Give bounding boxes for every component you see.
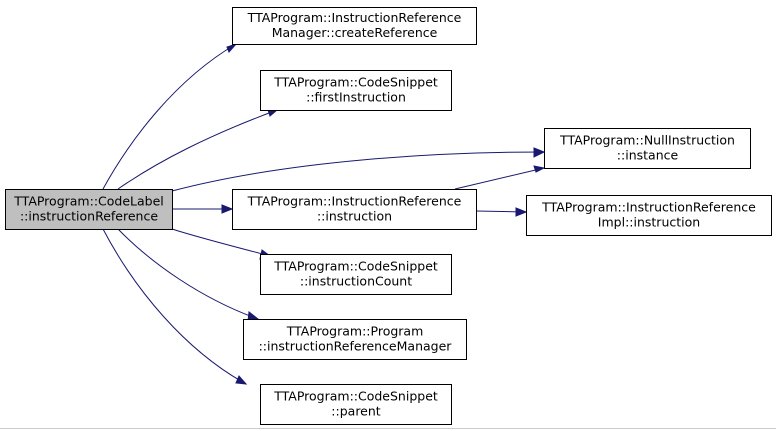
node-ref-instruction[interactable]: TTAProgram::InstructionReference::instru… (232, 189, 477, 230)
edge-line (117, 228, 259, 320)
arrowhead-icon (533, 165, 546, 173)
node-create-ref[interactable]: TTAProgram::InstructionReferenceManager:… (232, 7, 477, 45)
node-parent[interactable]: TTAProgram::CodeSnippet::parent (260, 384, 452, 425)
node-label-line: TTAProgram::InstructionReference (247, 10, 462, 25)
node-label-line: TTAProgram::CodeSnippet (273, 389, 438, 404)
node-box[interactable] (260, 384, 452, 425)
edge-root-to-create_ref (102, 42, 238, 190)
arrowhead-icon (226, 42, 238, 53)
node-ref-manager[interactable]: TTAProgram::Program::instructionReferenc… (243, 319, 467, 360)
bottom-divider (0, 428, 776, 429)
node-box[interactable] (243, 319, 467, 360)
arrowhead-icon (235, 375, 248, 385)
node-box[interactable] (544, 128, 751, 169)
node-root[interactable]: TTAProgram::CodeLabel::instructionRefere… (5, 189, 173, 230)
node-label-line: ::instructionCount (300, 274, 412, 289)
node-label-line: TTAProgram::InstructionReference (541, 200, 756, 215)
edge-line (171, 151, 545, 192)
node-null-instance[interactable]: TTAProgram::NullInstruction::instance (544, 128, 751, 169)
arrowhead-icon (515, 207, 528, 217)
node-label-line: TTAProgram::InstructionReference (247, 194, 462, 209)
node-box[interactable] (5, 189, 173, 230)
edge-ref_instruction-to-null_instance (454, 165, 546, 190)
node-label-line: TTAProgram::CodeLabel (13, 194, 164, 209)
edge-root-to-parent (102, 228, 248, 385)
node-label-line: Impl::instruction (598, 215, 700, 230)
node-box[interactable] (526, 195, 772, 236)
edge-ref_instruction-to-impl_instruction (475, 207, 528, 217)
node-box[interactable] (232, 7, 477, 45)
node-label-line: TTAProgram::NullInstruction (559, 133, 735, 148)
node-label-line: TTAProgram::CodeSnippet (273, 75, 438, 90)
node-box[interactable] (232, 189, 477, 230)
node-impl-instruction[interactable]: TTAProgram::InstructionReferenceImpl::in… (526, 195, 772, 236)
node-label-line: ::instructionReference (20, 209, 158, 224)
edge-line (117, 109, 278, 190)
edge-root-to-instr_count (171, 228, 272, 260)
node-box[interactable] (260, 254, 452, 295)
node-label-line: Manager::createReference (272, 25, 438, 40)
node-first-instr[interactable]: TTAProgram::CodeSnippet::firstInstructio… (260, 70, 452, 111)
edge-root-to-first_instr (117, 109, 279, 190)
node-label-line: ::instance (617, 148, 679, 163)
edge-root-to-ref_manager (117, 228, 260, 322)
node-label-line: ::firstInstruction (306, 90, 406, 105)
node-label-line: ::instructionReferenceManager (259, 339, 453, 354)
edge-line (171, 228, 271, 257)
node-label-line: TTAProgram::Program (286, 324, 424, 339)
edge-root-to-ref_instruction (172, 204, 234, 214)
edge-line (454, 167, 545, 190)
arrowhead-icon (221, 204, 234, 214)
node-instr-count[interactable]: TTAProgram::CodeSnippet::instructionCoun… (260, 254, 452, 295)
node-label-line: TTAProgram::CodeSnippet (273, 259, 438, 274)
node-label-line: ::instruction (317, 209, 392, 224)
nodes-layer: TTAProgram::CodeLabel::instructionRefere… (5, 7, 772, 425)
node-label-line: ::parent (331, 404, 380, 419)
edge-line (102, 228, 247, 385)
edge-root-to-null_instance (171, 147, 546, 192)
node-box[interactable] (260, 70, 452, 111)
arrowhead-icon (533, 147, 546, 158)
edge-line (102, 43, 237, 190)
